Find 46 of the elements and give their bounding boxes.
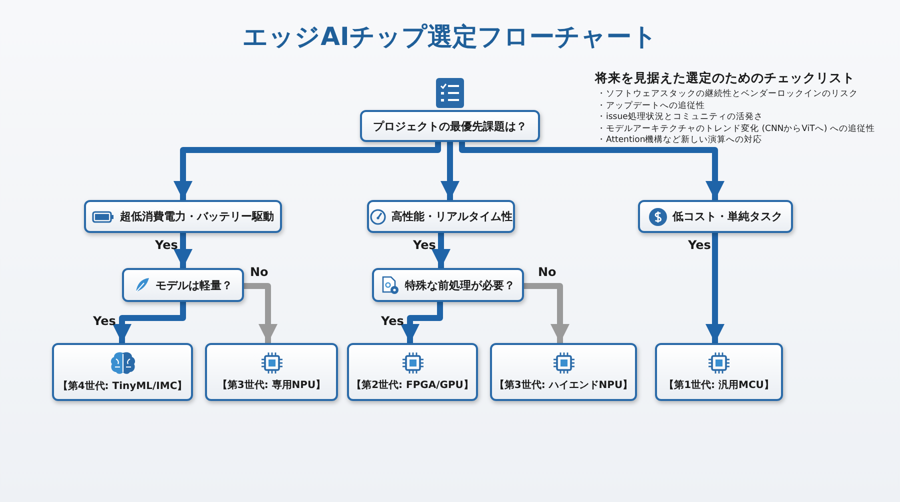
arrow [440, 142, 460, 200]
question-box [372, 268, 524, 302]
result-box [490, 343, 637, 401]
box-label: 【第2世代: FPGA/GPU】 [352, 378, 474, 392]
title: エッジAIチップ選定フローチャート [242, 21, 658, 53]
edge-label: No [250, 265, 268, 279]
box-label: モデルは軽量？ [156, 278, 232, 292]
start-box [360, 110, 540, 142]
edge-label: Yes [381, 314, 404, 328]
checklist-item: ・issue処理状況とコミュニティの活発さ [597, 111, 763, 123]
arrow [244, 283, 278, 343]
edge-label: Yes [688, 238, 711, 252]
result-box [347, 343, 478, 401]
arrow [524, 283, 570, 343]
edge-label: No [538, 265, 556, 279]
box-label: 特殊な前処理が必要？ [405, 278, 515, 292]
box-label: 超低消費電力・バッテリー駆動 [120, 209, 274, 224]
checklist-heading: 将来を見据えた選定のためのチェックリスト [595, 70, 855, 87]
box-label: 低コスト・単純タスク [672, 209, 782, 224]
result-box [655, 343, 783, 401]
box-label: 【第3世代: ハイエンドNPU】 [494, 378, 633, 392]
result-box [205, 343, 338, 401]
option-box [638, 200, 793, 233]
edge-label: Yes [413, 238, 436, 252]
result-box [52, 343, 193, 401]
arrow [173, 233, 193, 268]
arrow [705, 233, 725, 343]
arrow [431, 233, 451, 268]
arrow [459, 142, 725, 200]
box-label: 【第4世代: TinyML/IMC】 [58, 380, 188, 393]
edge-label: Yes [155, 238, 178, 252]
arrow [112, 302, 186, 343]
option-box [367, 200, 515, 233]
question-box [122, 268, 244, 302]
arrow [173, 142, 441, 200]
box-label: プロジェクトの最優先課題は？ [373, 118, 527, 134]
arrow [400, 302, 443, 343]
box-label: 【第3世代: 専用NPU】 [217, 378, 326, 392]
option-box [84, 200, 282, 233]
checklist-item: ・ソフトウェアスタックの継続性とベンダーロックインのリスク [597, 88, 858, 100]
edge-label: Yes [93, 314, 116, 328]
box-label: 【第1世代: 汎用MCU】 [664, 378, 774, 392]
box-label: 高性能・リアルタイム性 [392, 209, 512, 224]
checklist-item: ・アップデートへの追従性 [597, 100, 705, 112]
checklist-item: ・Attention機構など新しい演算への対応 [597, 134, 762, 146]
checklist-item: ・モデルアーキテクチャのトレンド変化 (CNNからViTへ) への追従性 [597, 122, 875, 134]
